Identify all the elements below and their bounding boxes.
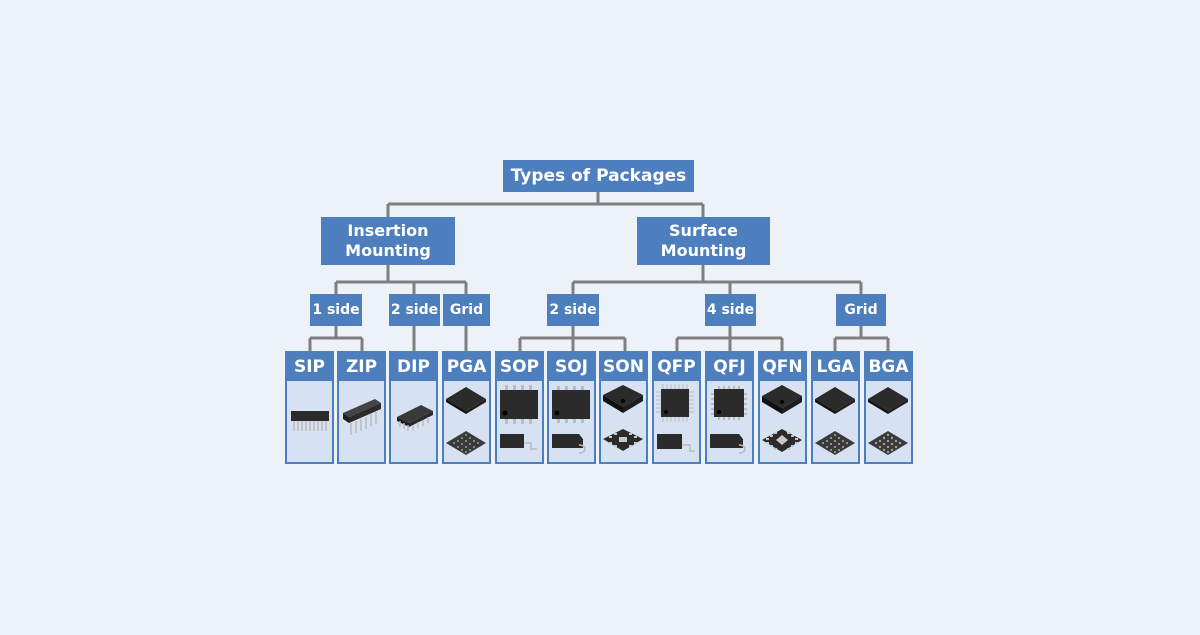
soj-chip-icon xyxy=(552,386,590,454)
package-card-sip: SIP xyxy=(285,351,334,464)
pga-chip-icon xyxy=(446,387,486,455)
qfj-chip-icon xyxy=(710,386,747,454)
insertion-mounting-node: Insertion Mounting xyxy=(321,217,455,265)
package-label-zip: ZIP xyxy=(339,353,384,381)
surface-2side-node: 2 side xyxy=(547,294,599,326)
package-label-qfj: QFJ xyxy=(707,353,752,381)
sip-chip-icon xyxy=(291,411,329,431)
surface-grid-node: Grid xyxy=(836,294,886,326)
package-card-dip: DIP xyxy=(389,351,438,464)
package-card-sop: SOP xyxy=(495,351,544,464)
package-card-zip: ZIP xyxy=(337,351,386,464)
package-label-pga: PGA xyxy=(444,353,489,381)
sop-chip-icon xyxy=(500,385,538,450)
root-node: Types of Packages xyxy=(503,160,694,192)
lga-chip-icon xyxy=(815,387,855,455)
package-card-qfp: QFP xyxy=(652,351,701,464)
package-card-son: SON xyxy=(599,351,648,464)
package-card-soj: SOJ xyxy=(547,351,596,464)
package-label-bga: BGA xyxy=(866,353,911,381)
package-label-sip: SIP xyxy=(287,353,332,381)
package-label-qfp: QFP xyxy=(654,353,699,381)
dip-chip-icon xyxy=(397,405,433,431)
son-chip-icon xyxy=(603,385,643,451)
bga-chip-icon xyxy=(868,387,908,455)
package-card-qfj: QFJ xyxy=(705,351,754,464)
qfp-chip-icon xyxy=(656,384,695,452)
qfn-chip-icon xyxy=(762,385,802,452)
surface-mounting-node: Surface Mounting xyxy=(637,217,770,265)
insertion-grid-node: Grid xyxy=(443,294,490,326)
package-card-qfn: QFN xyxy=(758,351,807,464)
zip-chip-icon xyxy=(343,399,381,435)
surface-4side-node: 4 side xyxy=(705,294,756,326)
insertion-2side-node: 2 side xyxy=(389,294,440,326)
package-card-bga: BGA xyxy=(864,351,913,464)
package-label-qfn: QFN xyxy=(760,353,805,381)
package-label-son: SON xyxy=(601,353,646,381)
package-label-dip: DIP xyxy=(391,353,436,381)
package-label-lga: LGA xyxy=(813,353,858,381)
package-label-soj: SOJ xyxy=(549,353,594,381)
insertion-1side-node: 1 side xyxy=(310,294,362,326)
package-card-pga: PGA xyxy=(442,351,491,464)
package-label-sop: SOP xyxy=(497,353,542,381)
package-card-lga: LGA xyxy=(811,351,860,464)
